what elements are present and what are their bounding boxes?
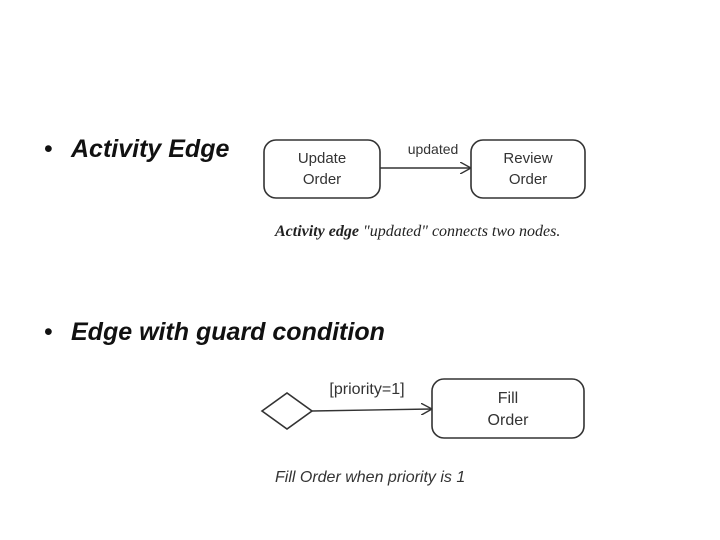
node-review-order (470, 139, 586, 199)
decision-node-diamond (260, 392, 314, 430)
node-fill-order-line2: Order (488, 412, 530, 429)
node-update-order (263, 139, 381, 199)
activity-edge-diagram: Update Order updated Review Order (263, 139, 586, 199)
node-review-order-line1: Review (503, 150, 552, 167)
caption-term: Activity edge (275, 223, 359, 240)
bullet-marker: • (44, 135, 53, 163)
bullet-text: Edge with guard condition (71, 318, 385, 346)
edge-guarded (311, 409, 432, 411)
node-fill-order (431, 378, 585, 439)
bullet-text: Activity Edge (71, 135, 230, 163)
node-update-order-line2: Order (303, 171, 341, 188)
caption-description: "updated" connects two nodes. (358, 223, 561, 240)
edge-label-updated: updated (408, 141, 459, 157)
caption-guard-condition: Fill Order when priority is 1 (275, 469, 466, 486)
guard-label: [priority=1] (329, 381, 404, 398)
bullet-activity-edge: • Activity Edge (44, 135, 229, 164)
node-fill-order-line1: Fill (498, 390, 518, 407)
guard-condition-diagram: [priority=1] Fill Order (260, 378, 585, 439)
node-review-order-line2: Order (509, 171, 547, 188)
bullet-marker: • (44, 318, 53, 346)
caption-activity-edge: Activity edge "updated" connects two nod… (275, 223, 560, 241)
bullet-guard-condition: • Edge with guard condition (44, 318, 385, 347)
node-update-order-line1: Update (298, 150, 346, 167)
